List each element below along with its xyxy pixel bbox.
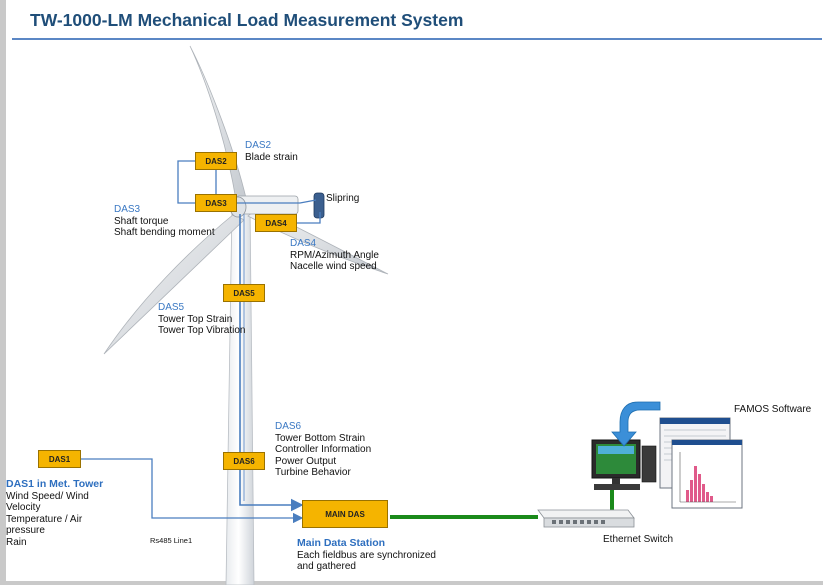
rs485-label: Rs485 Line1 [150,536,193,545]
das6-line-4: Turbine Behavior [275,467,351,478]
das6-line-2: Controller Information [275,444,372,455]
das4-line-1: RPM/Azimuth Angle [290,249,379,261]
das5-line-1: Tower Top Strain [158,313,233,325]
ethernet-switch-device [537,509,635,528]
main-das-heading: Main Data Station [297,537,386,549]
das3-line-2: Shaft bending moment [114,227,215,238]
das3-box: DAS3 [195,194,237,212]
main-das-line-1: Each fieldbus are synchronized [297,549,436,561]
das2-label: DAS2 Blade strain [245,140,298,163]
das1-line-5: Rain [6,536,27,548]
das1-line-4: pressure [6,525,45,536]
famos-software-label: FAMOS Software [734,404,812,415]
das6-line-3: Power Output [275,455,337,467]
das3-heading: DAS3 [114,204,141,215]
main-das-box: MAIN DAS [302,500,388,528]
tower-downlink [239,214,304,512]
das2-line-1: Blade strain [245,151,298,163]
das1-line-1: Wind Speed/ Wind [6,490,89,502]
main-das-label: Main Data Station Each fieldbus are sync… [297,537,436,573]
das2-heading: DAS2 [245,140,272,151]
das1-line-3: Temperature / Air [6,513,83,525]
blade-left [103,213,245,355]
das4-box: DAS4 [255,214,297,232]
das1-label: DAS1 in Met. Tower Wind Speed/ Wind Velo… [6,478,104,548]
slipring-device [313,192,325,219]
ethernet-switch-label: Ethernet Switch [603,534,674,545]
blade-up [189,45,247,201]
connector-das4-slipring [297,212,321,224]
main-das-line-2: and gathered [297,561,356,572]
slipring-label: Slipring [326,193,360,204]
connector-das1-main [81,458,304,524]
slide-bottom-border [0,581,823,585]
das6-line-1: Tower Bottom Strain [275,432,366,444]
das2-box: DAS2 [195,152,237,170]
slide-left-border [0,0,6,585]
connector-das2-das3 [177,160,195,204]
das5-box: DAS5 [223,284,265,302]
das3-label: DAS3 Shaft torque Shaft bending moment [114,204,215,239]
das1-heading: DAS1 in Met. Tower [6,478,104,490]
das6-label: DAS6 Tower Bottom Strain Controller Info… [275,421,371,479]
das6-heading: DAS6 [275,421,302,432]
das4-label: DAS4 RPM/Azimuth Angle Nacelle wind spee… [290,238,379,273]
das5-heading: DAS5 [158,302,185,313]
page-title: TW-1000-LM Mechanical Load Measurement S… [30,10,464,30]
das1-box: DAS1 [38,450,81,468]
das4-heading: DAS4 [290,238,317,249]
pc-workstation [591,439,657,490]
title-underline [12,38,822,40]
das4-line-2: Nacelle wind speed [290,261,377,272]
das6-box: DAS6 [223,452,265,470]
das5-line-2: Tower Top Vibration [158,325,246,336]
download-arrow [611,401,661,447]
das5-label: DAS5 Tower Top Strain Tower Top Vibratio… [158,302,245,337]
das1-line-2: Velocity [6,502,41,513]
famos-software-screens [659,417,743,509]
das3-line-1: Shaft torque [114,215,169,227]
connector-das3-slipring [237,199,317,204]
